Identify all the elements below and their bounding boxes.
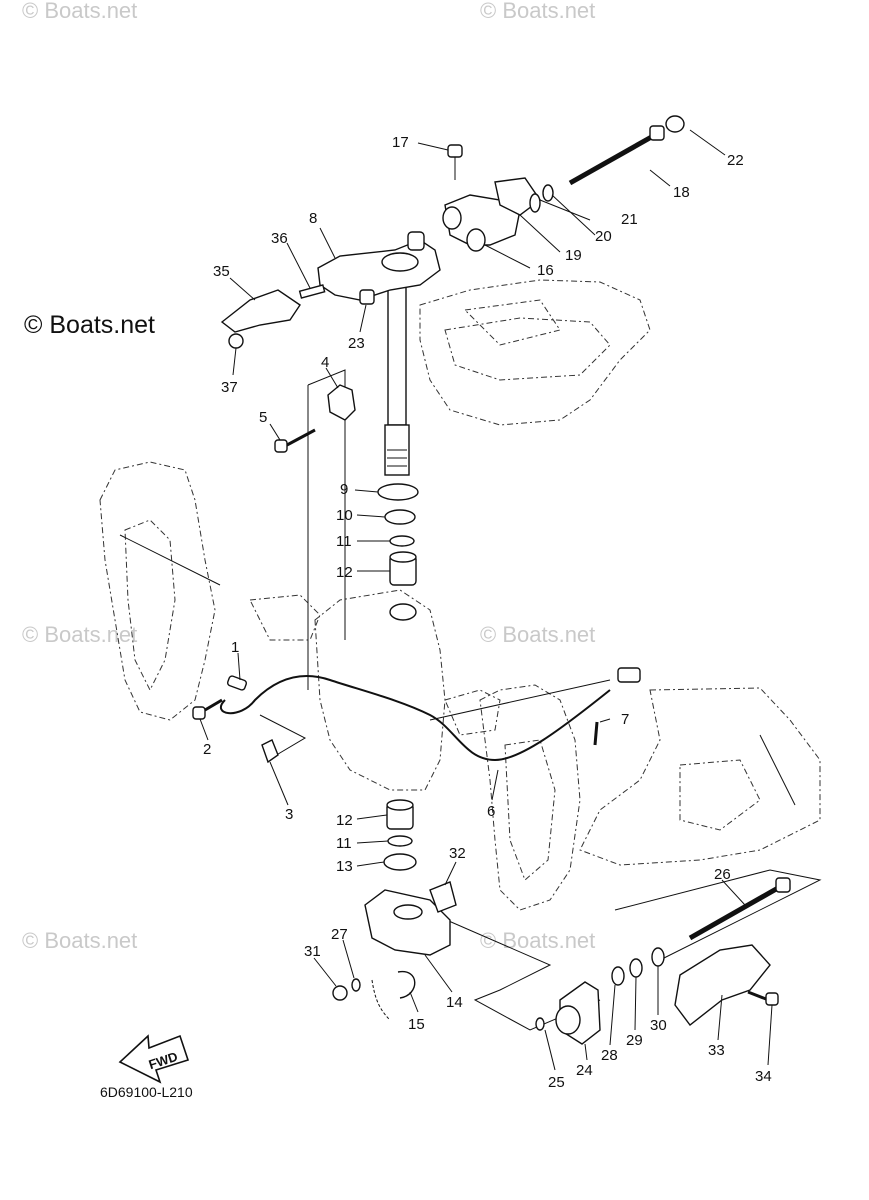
callout-label: 16 (537, 262, 554, 279)
callout-label: 12 (336, 564, 353, 581)
callout-label: 19 (565, 247, 582, 264)
nut (665, 115, 685, 133)
bore (389, 603, 417, 621)
callout-label: 10 (336, 507, 353, 524)
bolt (747, 990, 779, 1006)
watermark: © Boats.net (22, 0, 137, 23)
clip (327, 384, 356, 421)
washer (377, 483, 419, 501)
nut (332, 985, 348, 1001)
seal (384, 509, 416, 525)
callout-label: 27 (331, 926, 348, 943)
callout-label: 23 (348, 335, 365, 352)
mount-cover (674, 944, 771, 1026)
watermark: © Boats.net (480, 0, 595, 23)
watermark: © Boats.net (22, 622, 137, 647)
bolt (298, 284, 326, 299)
callout-label: 21 (621, 211, 638, 228)
callout-label: 11 (336, 835, 352, 852)
callout-label: 22 (727, 152, 744, 169)
lead-wire (220, 675, 611, 762)
callouts: 1 2 3 4 5 6 7 8 9 10 11 11 12 12 13 14 1… (203, 134, 772, 1091)
callout-label: 2 (203, 741, 211, 758)
bracket (220, 289, 301, 333)
callout-label: 37 (221, 379, 238, 396)
callout-label: 24 (576, 1062, 593, 1079)
washer (611, 966, 625, 986)
callout-label: 36 (271, 230, 288, 247)
bolt (192, 698, 223, 720)
washer (351, 978, 361, 992)
bolt (593, 721, 599, 746)
callout-label: 30 (650, 1017, 667, 1034)
callout-label: 28 (601, 1047, 618, 1064)
callout-label: 7 (621, 711, 629, 728)
grease-nipple (226, 675, 248, 691)
ghost-upper-case (419, 279, 651, 426)
steering-arm (317, 231, 441, 301)
callout-label: 5 (259, 409, 267, 426)
watermark: © Boats.net (24, 311, 155, 339)
callout-label: 8 (309, 210, 317, 227)
washer (529, 193, 541, 213)
fwd-arrow-icon: FWD (118, 1034, 190, 1084)
callout-label: 15 (408, 1016, 425, 1033)
callout-label: 34 (755, 1068, 772, 1085)
callout-label: 20 (595, 228, 612, 245)
callout-label: 13 (336, 858, 353, 875)
callout-label: 1 (231, 639, 239, 656)
group-lines (119, 369, 822, 1031)
callout-label: 29 (626, 1032, 643, 1049)
bolt (447, 144, 463, 180)
nut (228, 333, 244, 349)
leader-lines (199, 129, 773, 1071)
damper (429, 881, 457, 913)
callout-label: 18 (673, 184, 690, 201)
callout-label: 25 (548, 1074, 565, 1091)
callout-label: 11 (336, 533, 352, 550)
rubber-mount (555, 981, 601, 1045)
long-bolt (568, 125, 665, 186)
callout-label: 6 (487, 803, 495, 820)
callout-label: 35 (213, 263, 230, 280)
o-ring (387, 835, 413, 847)
watermark: © Boats.net (480, 928, 595, 953)
lower-mount-housing (364, 889, 451, 956)
steering-shaft (384, 264, 410, 476)
diagram-code: 6D69100-L210 (100, 1084, 193, 1100)
watermark: © Boats.net (22, 928, 137, 953)
ground-lead (371, 979, 391, 1021)
callout-label: 4 (321, 354, 329, 371)
callout-label: 32 (449, 845, 466, 862)
clamp (261, 739, 279, 764)
washer (629, 958, 643, 978)
washer (651, 947, 665, 967)
callout-label: 14 (446, 994, 463, 1011)
washer (542, 184, 554, 202)
ghost-left-bracket (99, 461, 216, 721)
nut (359, 289, 375, 305)
steering-housing (442, 177, 541, 252)
watermark: © Boats.net (480, 622, 595, 647)
callout-label: 3 (285, 806, 293, 823)
callout-label: 12 (336, 812, 353, 829)
circlip (397, 971, 416, 999)
ghost-swivel-bracket (249, 589, 501, 791)
long-bolt (688, 877, 791, 941)
connector (617, 667, 641, 683)
bushing (386, 799, 414, 830)
washer (535, 1017, 545, 1031)
callout-label: 31 (304, 943, 321, 960)
callout-label: 9 (340, 481, 348, 498)
ghost-right-bracket (479, 684, 581, 911)
callout-label: 33 (708, 1042, 725, 1059)
bushing (389, 551, 417, 586)
ghost-lower-unit (579, 687, 821, 866)
bolt (274, 428, 316, 453)
callout-label: 26 (714, 866, 731, 883)
o-ring (389, 535, 415, 547)
callout-label: 17 (392, 134, 409, 151)
seal (383, 853, 417, 871)
